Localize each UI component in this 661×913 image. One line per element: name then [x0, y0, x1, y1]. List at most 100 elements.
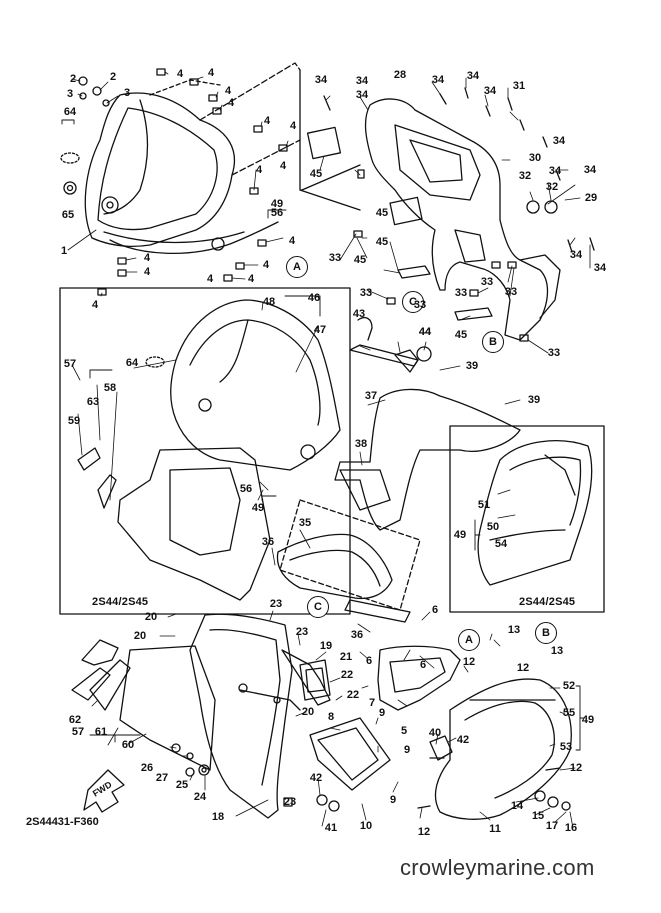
- part-callout-61: 61: [94, 726, 108, 738]
- part-callout-56: 56: [270, 207, 284, 219]
- part-callout-34: 34: [355, 89, 369, 101]
- part-callout-3: 3: [123, 87, 131, 99]
- part-callout-33: 33: [359, 287, 373, 299]
- part-callout-23: 23: [283, 796, 297, 808]
- part-callout-37: 37: [364, 390, 378, 402]
- part-callout-33: 33: [547, 347, 561, 359]
- part-callout-31: 31: [512, 80, 526, 92]
- inset-left-drawing: [77, 299, 341, 601]
- part-callout-45: 45: [454, 329, 468, 341]
- part-callout-36: 36: [261, 536, 275, 548]
- part-callout-14: 14: [510, 800, 524, 812]
- part-callout-34: 34: [483, 85, 497, 97]
- part-callout-9: 9: [378, 707, 386, 719]
- part-callout-34: 34: [593, 262, 607, 274]
- lower-parts-drawing: [299, 645, 572, 820]
- part-callout-4: 4: [263, 115, 271, 127]
- leader-lines: [67, 71, 591, 829]
- center-parts-drawing: [276, 317, 521, 623]
- part-callout-19: 19: [319, 640, 333, 652]
- part-callout-33: 33: [504, 286, 518, 298]
- part-callout-32: 32: [545, 181, 559, 193]
- part-callout-4: 4: [279, 160, 287, 172]
- leg-shield-drawing: [71, 613, 331, 819]
- part-callout-15: 15: [531, 810, 545, 822]
- inset-left-caption: 2S44/2S45: [92, 596, 149, 608]
- part-callout-49: 49: [453, 529, 467, 541]
- part-callout-52: 52: [562, 680, 576, 692]
- part-callout-8: 8: [327, 711, 335, 723]
- part-callout-34: 34: [431, 74, 445, 86]
- part-callout-63: 63: [86, 396, 100, 408]
- part-callout-33: 33: [480, 276, 494, 288]
- part-callout-17: 17: [545, 820, 559, 832]
- diagram-code: 2S44431-F360: [26, 816, 99, 828]
- part-callout-48: 48: [262, 296, 276, 308]
- part-callout-33: 33: [328, 252, 342, 264]
- part-callout-45: 45: [353, 254, 367, 266]
- part-callout-4: 4: [143, 252, 151, 264]
- reference-tag-b-lower: B: [535, 622, 557, 644]
- part-callout-29: 29: [584, 192, 598, 204]
- part-callout-25: 25: [175, 779, 189, 791]
- part-callout-34: 34: [569, 249, 583, 261]
- part-callout-4: 4: [176, 68, 184, 80]
- part-callout-45: 45: [309, 168, 323, 180]
- reference-tag-a-lower: A: [458, 629, 480, 651]
- part-callout-27: 27: [155, 772, 169, 784]
- part-callout-35: 35: [298, 517, 312, 529]
- part-callout-56: 56: [239, 483, 253, 495]
- part-callout-60: 60: [121, 739, 135, 751]
- part-callout-22: 22: [346, 689, 360, 701]
- part-callout-6: 6: [365, 655, 373, 667]
- part-callout-49: 49: [581, 714, 595, 726]
- part-callout-13: 13: [550, 645, 564, 657]
- part-callout-39: 39: [465, 360, 479, 372]
- part-callout-43: 43: [352, 308, 366, 320]
- reference-tag-a: A: [286, 256, 308, 278]
- part-callout-57: 57: [63, 358, 77, 370]
- part-callout-13: 13: [507, 624, 521, 636]
- part-callout-18: 18: [211, 811, 225, 823]
- part-callout-26: 26: [140, 762, 154, 774]
- part-callout-16: 16: [564, 822, 578, 834]
- part-callout-44: 44: [418, 326, 432, 338]
- inset-right-caption: 2S44/2S45: [519, 596, 576, 608]
- part-callout-1: 1: [60, 245, 68, 257]
- part-callout-4: 4: [227, 97, 235, 109]
- footer-brand: crowleymarine.com: [400, 855, 595, 880]
- grouping-brackets: [61, 119, 585, 751]
- part-callout-59: 59: [67, 415, 81, 427]
- part-callout-34: 34: [466, 70, 480, 82]
- part-callout-12: 12: [417, 826, 431, 838]
- reference-tag-c: C: [402, 291, 424, 313]
- part-callout-7: 7: [368, 697, 376, 709]
- part-callout-3: 3: [66, 88, 74, 100]
- part-callout-23: 23: [269, 598, 283, 610]
- part-callout-49: 49: [251, 502, 265, 514]
- part-callout-36: 36: [350, 629, 364, 641]
- part-callout-22: 22: [340, 669, 354, 681]
- part-callout-4: 4: [207, 67, 215, 79]
- part-callout-5: 5: [400, 725, 408, 737]
- part-callout-40: 40: [428, 727, 442, 739]
- part-callout-34: 34: [355, 75, 369, 87]
- part-callout-9: 9: [389, 794, 397, 806]
- part-callout-4: 4: [224, 85, 232, 97]
- part-callout-20: 20: [144, 611, 158, 623]
- part-callout-6: 6: [431, 604, 439, 616]
- part-callout-33: 33: [413, 299, 427, 311]
- part-callout-42: 42: [309, 772, 323, 784]
- part-callout-21: 21: [339, 651, 353, 663]
- part-callout-45: 45: [375, 207, 389, 219]
- part-callout-47: 47: [313, 324, 327, 336]
- part-callout-45: 45: [375, 236, 389, 248]
- part-callout-4: 4: [262, 259, 270, 271]
- part-callout-55: 55: [562, 707, 576, 719]
- part-callout-39: 39: [527, 394, 541, 406]
- part-callout-34: 34: [548, 165, 562, 177]
- part-callout-4: 4: [247, 273, 255, 285]
- part-callout-42: 42: [456, 734, 470, 746]
